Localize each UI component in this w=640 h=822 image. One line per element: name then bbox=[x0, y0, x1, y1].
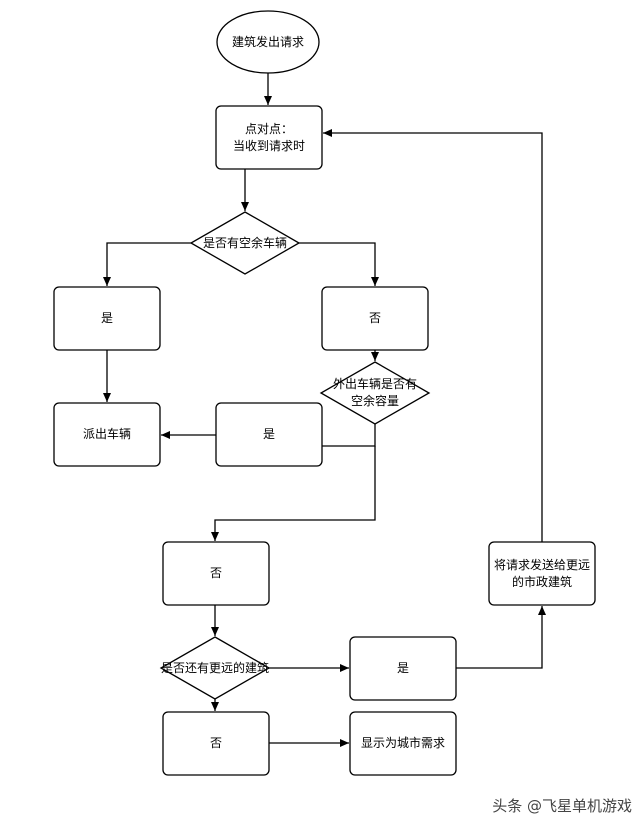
arrow-has-free-to-yes1 bbox=[103, 242, 191, 286]
dispatch-box bbox=[53, 402, 161, 467]
has-free-diamond bbox=[189, 211, 301, 275]
city-demand-label: 显示为城市需求 bbox=[360, 736, 445, 750]
no1-label: 否 bbox=[368, 311, 381, 325]
yes1-label: 是 bbox=[100, 311, 113, 325]
city-demand-box bbox=[349, 711, 457, 776]
farther-label: 是否还有更远的建筑 bbox=[160, 660, 269, 675]
arrow-ext-capacity-to-no2 bbox=[211, 446, 376, 541]
dispatch-label: 派出车辆 bbox=[82, 427, 131, 441]
has-free-label: 是否有空余车辆 bbox=[202, 235, 287, 250]
yes2-label: 是 bbox=[262, 427, 275, 441]
no2-label: 否 bbox=[209, 566, 222, 580]
p2p-label: 点对点： 当收到请求时 bbox=[232, 121, 305, 153]
no2-box bbox=[162, 541, 270, 606]
yes3-label: 是 bbox=[396, 661, 409, 675]
p2p-box bbox=[215, 105, 323, 170]
ext-capacity-label: 外出车辆是否有 空余容量 bbox=[332, 377, 417, 408]
no3-label: 否 bbox=[209, 736, 222, 750]
arrow-yes3-to-send-farther bbox=[456, 606, 546, 669]
arrow-has-free-to-no1 bbox=[299, 242, 379, 286]
arrow-send-farther-to-p2p bbox=[323, 129, 543, 542]
start-label: 建筑发出请求 bbox=[231, 34, 304, 49]
watermark: 头条 @飞星单机游戏 bbox=[492, 797, 632, 815]
line-ext-capacity-to-yes2 bbox=[322, 424, 376, 447]
send-farther-label: 将请求发送给更远 的市政建筑 bbox=[493, 557, 590, 589]
